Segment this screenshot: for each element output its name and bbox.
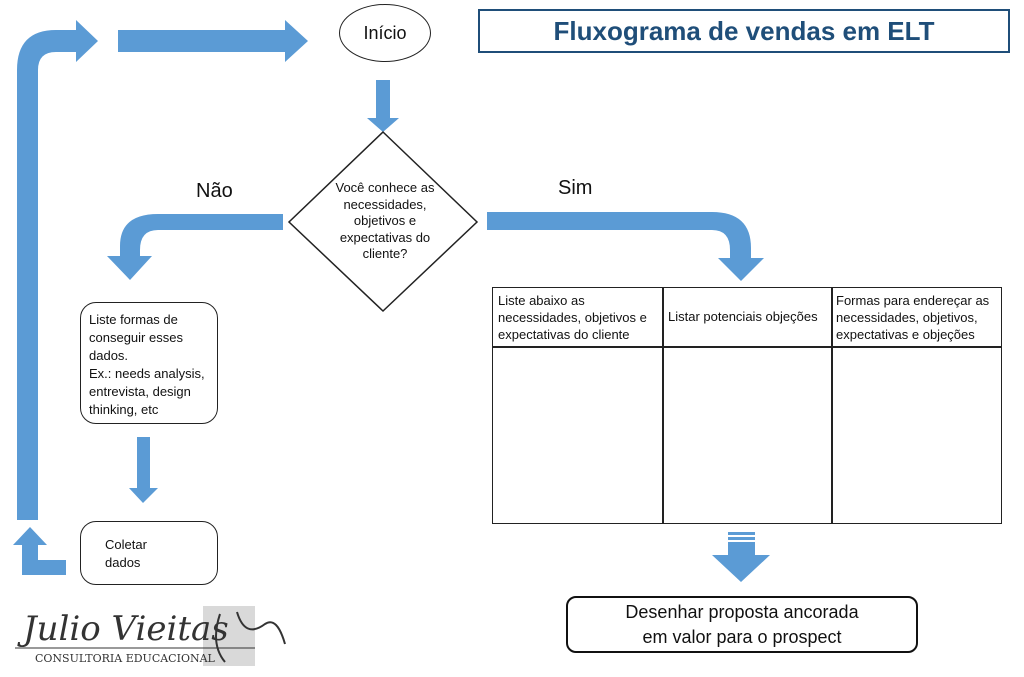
table-divider bbox=[493, 346, 662, 348]
company-logo: Julio Vieitas CONSULTORIA EDUCACIONAL bbox=[15, 606, 286, 666]
logo-monogram-strokes bbox=[215, 611, 286, 663]
logo-signature: Julio Vieitas bbox=[17, 609, 229, 649]
logo-subtitle: CONSULTORIA EDUCACIONAL bbox=[35, 652, 216, 665]
table-divider bbox=[662, 346, 831, 348]
arrow-collect-return bbox=[13, 527, 66, 575]
no-label: Não bbox=[196, 180, 233, 202]
final-proposal-box: Desenhar proposta ancorada em valor para… bbox=[566, 596, 918, 653]
page-title: Fluxograma de vendas em ELT bbox=[478, 9, 1010, 53]
yes-label: Sim bbox=[558, 177, 593, 199]
list-ways-line: thinking, etc bbox=[89, 402, 159, 417]
decision-question: Você conhece as necessidades, objetivos … bbox=[335, 180, 435, 261]
arrow-stripe bbox=[728, 540, 755, 542]
arrow-yes-branch bbox=[487, 212, 764, 281]
logo-monogram-bg bbox=[203, 606, 255, 666]
list-ways-line: conseguir esses bbox=[89, 330, 183, 345]
table-divider bbox=[831, 346, 1001, 348]
list-ways-line: dados. bbox=[89, 348, 129, 363]
final-proposal-line: Desenhar proposta ancorada bbox=[625, 601, 859, 622]
arrow-table-to-final bbox=[712, 532, 770, 582]
list-ways-line: entrevista, design bbox=[89, 384, 191, 399]
arrow-stripe bbox=[728, 535, 755, 537]
list-ways-box: Liste formas de conseguir esses dados. E… bbox=[80, 302, 218, 424]
arrow-list-to-collect bbox=[129, 437, 158, 503]
table-divider bbox=[662, 288, 664, 523]
arrow-loop-left bbox=[17, 20, 98, 520]
table-header-address: Formas para endereçar as necessidades, o… bbox=[836, 293, 990, 342]
decision-diamond bbox=[287, 130, 479, 313]
collect-data-line: dados bbox=[105, 555, 141, 570]
table-divider bbox=[831, 288, 833, 523]
collect-data-line: Coletar bbox=[105, 537, 147, 552]
table-header-needs: Liste abaixo as necessidades, objetivos … bbox=[498, 293, 647, 342]
start-label: Início bbox=[363, 22, 407, 43]
start-node: Início bbox=[339, 4, 431, 62]
arrow-start-to-decision bbox=[367, 80, 399, 132]
collect-data-box: Coletar dados bbox=[80, 521, 218, 585]
final-proposal-line: em valor para o prospect bbox=[642, 626, 842, 647]
list-ways-line: Liste formas de bbox=[89, 312, 178, 327]
list-ways-line: Ex.: needs analysis, bbox=[89, 366, 205, 381]
arrow-no-branch bbox=[107, 214, 283, 280]
analysis-table: Liste abaixo as necessidades, objetivos … bbox=[492, 287, 1002, 524]
arrow-loop-top bbox=[118, 20, 308, 62]
table-header-objections: Listar potenciais objeções bbox=[668, 309, 818, 324]
